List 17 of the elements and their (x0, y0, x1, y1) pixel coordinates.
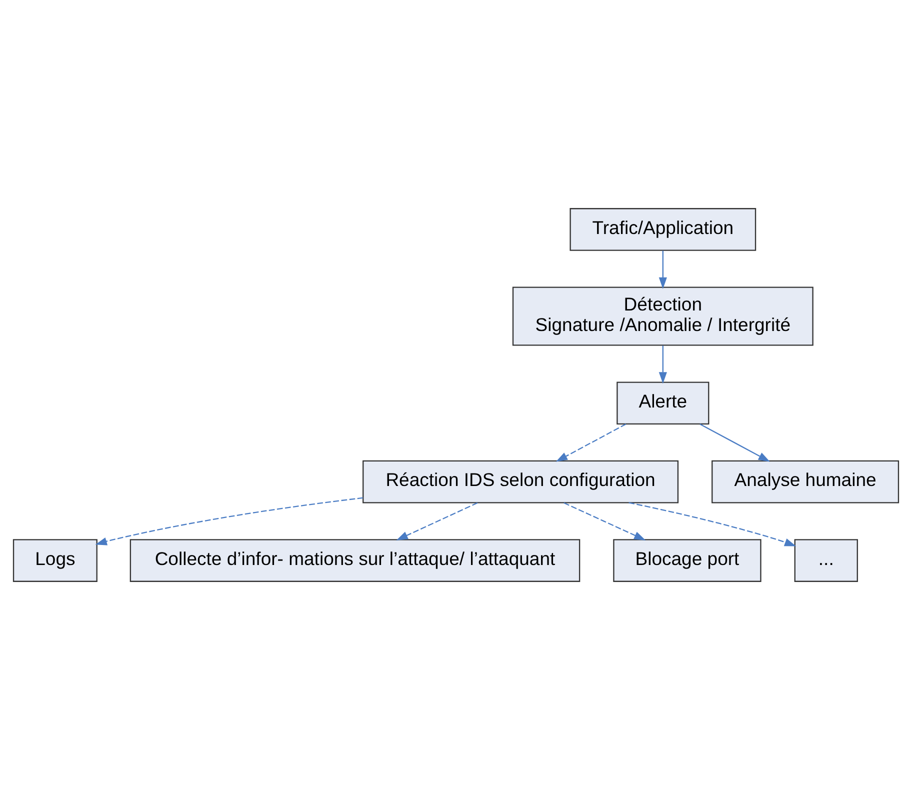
node-box: Collecte d’infor- mations sur l’attaque/ l’attaquant (130, 539, 580, 582)
node-box: Analyse humaine (712, 460, 900, 504)
node-box: Logs (12, 539, 98, 582)
node-box: Réaction IDS selon configuration (362, 460, 679, 504)
arrow (628, 502, 796, 546)
arrow (700, 424, 770, 462)
node-box: Alerte (616, 382, 710, 425)
arrow (658, 346, 667, 384)
arrow (396, 502, 478, 540)
arrow (95, 497, 364, 546)
arrow (658, 250, 667, 290)
node-box: Trafic/Application (570, 208, 756, 251)
arrow (556, 424, 626, 462)
node-box: Détection Signature /Anomalie / Intergrité (512, 286, 814, 346)
arrow (564, 502, 646, 540)
node-box: ... (794, 539, 858, 582)
node-box: Blocage port (613, 539, 762, 582)
